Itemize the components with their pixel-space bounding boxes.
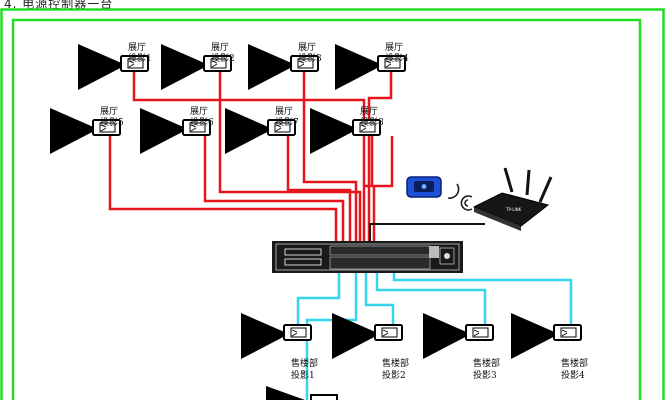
projector-label: 展厅	[100, 106, 118, 117]
projector-label: 投影3	[473, 369, 497, 381]
projector-label: 展厅	[360, 106, 378, 117]
projector-label: 投影4	[561, 369, 585, 381]
projector-label: 展厅	[298, 42, 316, 53]
section-heading: 4. 电源控制器一台	[4, 0, 114, 11]
projector-label: 展厅	[190, 106, 208, 117]
wireless-signal-icon	[447, 183, 473, 211]
projector-label: 投影1	[128, 52, 152, 64]
router-brand-label: TP-LINK	[505, 207, 522, 212]
projector-label: 投影3	[298, 52, 322, 64]
network-wires	[369, 223, 485, 244]
projector-label: 投影2	[211, 52, 235, 64]
projector-label: 展厅	[275, 106, 293, 117]
power-wires	[108, 72, 394, 244]
projector-label: 展厅	[211, 42, 229, 53]
projector-label: 展厅	[128, 42, 146, 53]
inner-frame	[11, 18, 642, 400]
projector-group: 展厅投影1展厅投影2展厅投影3展厅投影4展厅投影5展厅投影6展厅投影7展厅投影8…	[50, 42, 588, 400]
projector-label: 售楼部	[561, 357, 588, 369]
wifi-router-icon: TP-LINK	[472, 167, 553, 231]
projector-label: 售楼部	[382, 357, 409, 369]
projector-label: 投影4	[385, 52, 409, 64]
projector-label: 投影8	[360, 116, 384, 128]
signal-wires	[296, 271, 573, 400]
projector-label: 展厅	[385, 42, 403, 53]
projector-label: 投影1	[291, 369, 315, 381]
projector-icon	[266, 386, 338, 400]
projector-label: 售楼部	[291, 357, 318, 369]
projector-label: 售楼部	[473, 357, 500, 369]
remote-control-icon	[406, 176, 442, 198]
power-controller-icon	[272, 241, 463, 273]
projector-label: 投影5	[100, 116, 124, 128]
projector-label: 投影6	[190, 116, 214, 128]
outer-frame	[0, 8, 665, 400]
projector-label: 投影2	[382, 369, 406, 381]
projector-label: 投影7	[275, 116, 299, 128]
